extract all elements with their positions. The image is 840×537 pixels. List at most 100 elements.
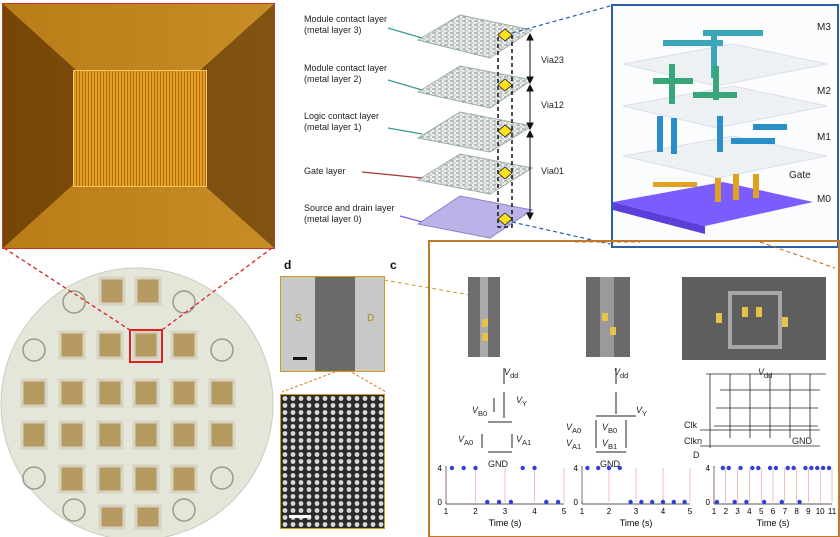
vb1-label: VB1 [602, 438, 618, 451]
data-point [773, 465, 779, 471]
exploded-layer-stack [361, 5, 611, 245]
sem-nand [586, 277, 630, 357]
x-tick-label: 6 [771, 507, 776, 516]
layer-title: Source and drain layer [304, 203, 395, 213]
x-tick-label: 3 [634, 507, 639, 516]
gnd-label: GND [792, 436, 812, 446]
data-point [809, 465, 814, 471]
panel-d-label: d [284, 258, 292, 272]
data-point [532, 465, 537, 471]
x-axis-label: Time (s) [757, 518, 790, 528]
data-point [767, 465, 773, 471]
data-point [826, 465, 832, 471]
chip-wafer-connector [3, 247, 273, 331]
circuit-flipflop [700, 373, 826, 448]
clk-label: Clk [684, 420, 697, 430]
data-point [508, 499, 514, 505]
sem-source-drain: S D [280, 276, 385, 372]
x-tick-label: 10 [816, 507, 825, 516]
data-point [628, 499, 633, 505]
layer-subtitle: (metal layer 2) [304, 74, 362, 84]
y-tick-label: 0 [706, 498, 711, 507]
vy-label: VY [516, 395, 528, 408]
layer-m1-plane [416, 111, 534, 153]
data-point [617, 465, 622, 471]
gnd-label: GND [488, 459, 508, 469]
y-tick-label: 4 [574, 464, 579, 473]
vb0-label: VB0 [602, 422, 618, 435]
data-point [682, 499, 687, 505]
data-point [496, 499, 502, 505]
layer-title: Module contact layer [304, 14, 388, 24]
data-point [714, 499, 720, 505]
data-point [797, 499, 802, 505]
data-point [544, 499, 549, 505]
data-point [671, 499, 676, 505]
x-tick-label: 1 [712, 507, 717, 516]
data-point [815, 465, 820, 471]
y-tick-label: 0 [438, 498, 443, 507]
x-axis-label: Time (s) [489, 518, 522, 528]
data-point [750, 465, 755, 471]
clkn-label: Clkn [684, 436, 703, 446]
chip-core [73, 70, 207, 187]
vb0-label: VB0 [472, 405, 488, 418]
data-point [720, 465, 726, 471]
x-tick-label: 5 [562, 507, 567, 516]
circuit-nand [595, 368, 636, 453]
d-label: D [693, 450, 700, 460]
m0-label: M0 [817, 194, 831, 205]
layer-subtitle: (metal layer 1) [304, 122, 362, 132]
va1-label: VA1 [516, 434, 532, 447]
data-point [820, 465, 826, 471]
via01-label: Via01 [541, 166, 564, 176]
y-tick-label: 4 [706, 464, 711, 473]
gnd-label: GND [600, 459, 620, 469]
layer-subtitle: (metal layer 3) [304, 25, 362, 35]
x-tick-label: 1 [444, 507, 449, 516]
layer-label-m0: Source and drain layer (metal layer 0) [304, 203, 395, 225]
circuit-inverter [481, 368, 513, 453]
data-point [785, 465, 790, 471]
data-point [779, 499, 785, 505]
layer-label-gate: Gate layer [304, 166, 346, 177]
data-point [596, 465, 601, 471]
data-point [732, 499, 737, 505]
data-point [555, 499, 561, 505]
layer-title: Gate layer [304, 166, 346, 176]
x-tick-label: 8 [794, 507, 799, 516]
layer-m0-plane [416, 195, 534, 239]
data-point [473, 465, 478, 471]
data-point [520, 465, 525, 471]
x-tick-label: 1 [580, 507, 585, 516]
x-tick-label: 4 [661, 507, 666, 516]
via12-label: Via12 [541, 100, 564, 110]
m1-label: M1 [817, 132, 831, 143]
data-point [744, 499, 749, 505]
scale-bar [293, 357, 307, 360]
x-tick-label: 2 [607, 507, 612, 516]
layer-m3-plane [416, 14, 534, 59]
d-to-c-connector [383, 241, 836, 296]
layer-label-m1: Logic contact layer (metal layer 1) [304, 111, 379, 133]
vdd-label: Vdd [758, 367, 773, 380]
drain-label: D [367, 313, 375, 324]
data-point [803, 465, 808, 471]
data-point [660, 499, 666, 505]
x-axis-label: Time (s) [620, 518, 653, 528]
zoom-connector [281, 370, 387, 393]
x-tick-label: 3 [735, 507, 740, 516]
layer-subtitle: (metal layer 0) [304, 214, 362, 224]
x-tick-label: 5 [688, 507, 693, 516]
source-label: S [295, 313, 302, 324]
panel-c-label: c [390, 258, 397, 272]
vy-label: VY [636, 405, 648, 418]
data-point [791, 465, 796, 471]
layer-title: Logic contact layer [304, 111, 380, 121]
data-point [726, 465, 731, 471]
y-tick-label: 0 [574, 498, 579, 507]
va0-label: VA0 [566, 422, 582, 435]
